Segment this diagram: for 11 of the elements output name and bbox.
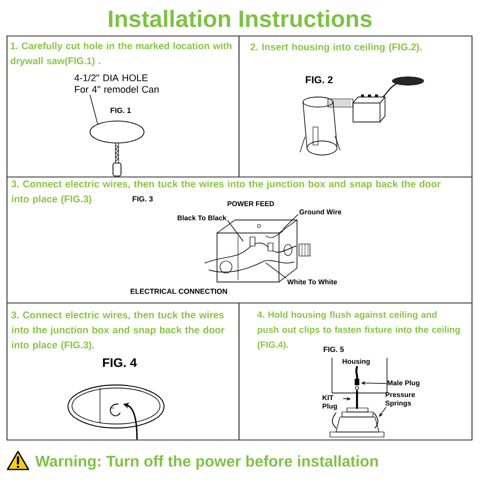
cut-hole [90,120,144,144]
leader-line [90,94,98,124]
figure-label: FIG. 2 [306,76,333,84]
leader-line [227,220,244,242]
leader-line [282,214,298,230]
callout-label: 4-1/2" DIA HOLE For 4" remodel Can [74,74,159,93]
title: Installation Instructions [109,10,372,28]
leader-arrow [379,406,386,417]
figure-label: FIG. 4 [103,358,137,368]
leader-line [266,262,286,278]
warning-text: Warning: Turn off the power before installation [35,455,378,470]
